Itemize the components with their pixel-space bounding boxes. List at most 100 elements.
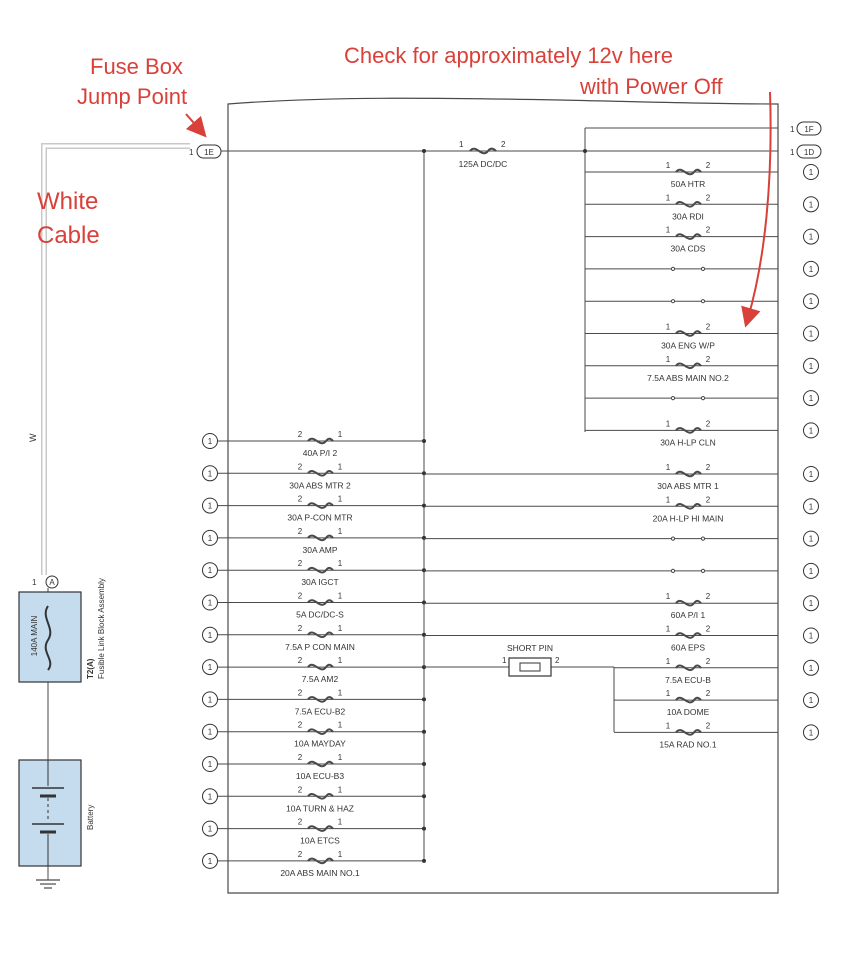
terminal-left-13 — [202, 820, 218, 837]
terminal-right-upper-5-label: 1 — [809, 297, 814, 306]
white-cable-annotation-line2: Cable — [37, 222, 100, 249]
fuse-30a-amp-pin-left: 2 — [298, 527, 303, 536]
empty-slot-upper-8-contact-right — [700, 396, 706, 401]
terminal-right-lower-2 — [803, 498, 819, 515]
fuse-20a-abs-main-no-1-symbol — [307, 857, 334, 865]
fuse-20a-abs-main-no-1-pin-left: 2 — [298, 850, 303, 859]
fuse-30a-abs-mtr-2-label: 30A ABS MTR 2 — [289, 480, 351, 490]
terminal-right-lower-4 — [803, 562, 819, 579]
fuse-7-5a-ecu-b2-symbol — [307, 696, 334, 703]
fuse-7-5a-p-con-main-pin-left: 2 — [298, 624, 303, 633]
fuse-30a-eng-w-p-pin-right: 2 — [706, 323, 711, 332]
fuse-30a-igct-pin-left: 2 — [298, 559, 303, 568]
connector-1f-label: 1F — [804, 125, 813, 134]
terminal-right-lower-1-label: 1 — [809, 470, 814, 479]
terminal-right-lower-1 — [803, 466, 819, 482]
empty-slot-lower-4-contact-left — [670, 568, 676, 574]
fuse-10a-ecu-b3-symbol — [307, 760, 334, 768]
terminal-left-11 — [202, 756, 218, 772]
fuse-7-5a-am2-pin-right: 1 — [338, 656, 343, 665]
fuse-30a-h-lp-cln-symbol — [675, 427, 702, 434]
terminal-right-upper-9 — [803, 422, 819, 439]
fuse-30a-amp-symbol — [307, 534, 334, 542]
empty-slot-lower-3-contact-right — [700, 536, 706, 541]
right-bus-junction — [583, 149, 587, 153]
fuse-30a-igct-pin-right: 1 — [338, 559, 343, 568]
terminal-left-6 — [202, 594, 218, 611]
terminal-right-lower-3 — [803, 530, 819, 547]
connector-1f: 1 1F — [790, 121, 822, 136]
fuse-7-5a-abs-main-no-2-pin-right: 2 — [706, 355, 711, 364]
connector-1d-label: 1D — [804, 148, 814, 157]
terminal-left-12-label: 1 — [208, 792, 213, 801]
terminal-left-10 — [202, 723, 218, 740]
fuse-30a-igct-label: 30A IGCT — [301, 577, 338, 587]
fuse-30a-abs-mtr-2-pin-right: 1 — [338, 462, 343, 471]
fuse-30a-eng-w-p-label: 30A ENG W/P — [661, 341, 715, 351]
fuse-50a-htr-label: 50A HTR — [671, 179, 706, 189]
wire-color-label: W — [28, 433, 38, 442]
fuse-30a-p-con-mtr-junction — [422, 503, 426, 508]
fuse-10a-etcs-junction — [422, 826, 426, 831]
connector-1d-pin: 1 — [790, 148, 795, 157]
fuse-40a-p-i-2-symbol — [307, 437, 334, 445]
fuse-60a-p-i-1-pin-right: 2 — [706, 592, 711, 601]
fuse-7-5a-abs-main-no-2-symbol — [675, 362, 702, 370]
terminal-left-4 — [202, 529, 218, 546]
fuse-60a-eps-label: 60A EPS — [671, 643, 705, 653]
fuse-7-5a-ecu-b2-junction — [422, 697, 426, 702]
main-fuse-pin-left: 1 — [459, 140, 464, 149]
fuse-30a-p-con-mtr-pin-right: 1 — [338, 495, 343, 504]
fuse-30a-abs-mtr-1-symbol — [675, 470, 702, 478]
fuse-7-5a-am2-pin-left: 2 — [298, 656, 303, 665]
empty-slot-upper-8-contact-left — [670, 396, 676, 401]
fuse-30a-abs-mtr-1-label: 30A ABS MTR 1 — [657, 481, 719, 491]
fuse-7-5a-ecu-b2-label: 7.5A ECU-B2 — [295, 706, 346, 716]
fuse-10a-dome-label: 10A DOME — [667, 707, 710, 717]
fuse-30a-rdi-pin-left: 1 — [666, 193, 671, 202]
terminal-right-lower-5 — [803, 595, 819, 612]
fuse-30a-rdi-symbol — [675, 201, 702, 208]
terminal-left-12 — [202, 788, 218, 805]
terminal-right-upper-4 — [803, 260, 819, 277]
fuse-30a-igct-symbol — [307, 566, 334, 574]
fuse-10a-ecu-b3-junction — [422, 762, 426, 766]
fuse-50a-htr-pin-left: 1 — [666, 161, 671, 170]
terminal-left-9-label: 1 — [208, 695, 213, 704]
fusible-link-icon — [44, 605, 52, 671]
fuse-50a-htr-symbol — [675, 168, 702, 176]
fuse-60a-p-i-1-label: 60A P/I 1 — [671, 610, 706, 620]
fuse-30a-p-con-mtr-pin-left: 2 — [298, 495, 303, 504]
white-cable — [41, 143, 190, 575]
terminal-right-lower-6-label: 1 — [809, 632, 814, 641]
terminal-right-upper-1 — [803, 164, 819, 180]
terminal-right-lower-5-label: 1 — [809, 599, 814, 608]
terminal-left-11-label: 1 — [208, 760, 213, 769]
fuse-30a-h-lp-cln-pin-right: 2 — [706, 419, 711, 428]
fuse-20a-abs-main-no-1-pin-right: 1 — [338, 850, 343, 859]
fuse-60a-p-i-1-symbol — [675, 599, 702, 607]
fuse-7-5a-p-con-main-pin-right: 1 — [338, 624, 343, 633]
fuse-7-5a-ecu-b-label: 7.5A ECU-B — [665, 675, 711, 685]
fuse-block-outline — [227, 97, 779, 894]
short-pin-pin-left: 1 — [502, 656, 507, 665]
terminal-left-8-label: 1 — [208, 663, 213, 672]
white-cable-annotation-line1: White — [37, 188, 99, 215]
terminal-left-6-label: 1 — [208, 599, 213, 608]
fuse-15a-rad-no-1-pin-right: 2 — [706, 721, 711, 730]
connector-1f-pin: 1 — [790, 125, 795, 134]
fuse-7-5a-p-con-main-symbol — [307, 631, 334, 639]
fuse-30a-igct-junction — [422, 568, 426, 573]
main-fuse: 1 2 125A DC/DC — [459, 140, 508, 169]
short-pin-pin-right: 2 — [555, 656, 560, 665]
terminal-right-upper-3 — [803, 228, 819, 245]
empty-slot-upper-4-contact-right — [700, 266, 706, 271]
fuse-10a-etcs-symbol — [307, 825, 334, 832]
fuse-7-5a-ecu-b2-pin-right: 1 — [338, 688, 343, 697]
fuse-30a-h-lp-cln-label: 30A H-LP CLN — [660, 437, 716, 447]
terminal-right-upper-8-label: 1 — [809, 394, 814, 403]
fuse-30a-rdi-pin-right: 2 — [706, 193, 711, 202]
terminal-right-upper-6-label: 1 — [809, 330, 814, 339]
terminal-left-1-label: 1 — [208, 437, 213, 446]
battery-label: Battery — [86, 805, 95, 830]
